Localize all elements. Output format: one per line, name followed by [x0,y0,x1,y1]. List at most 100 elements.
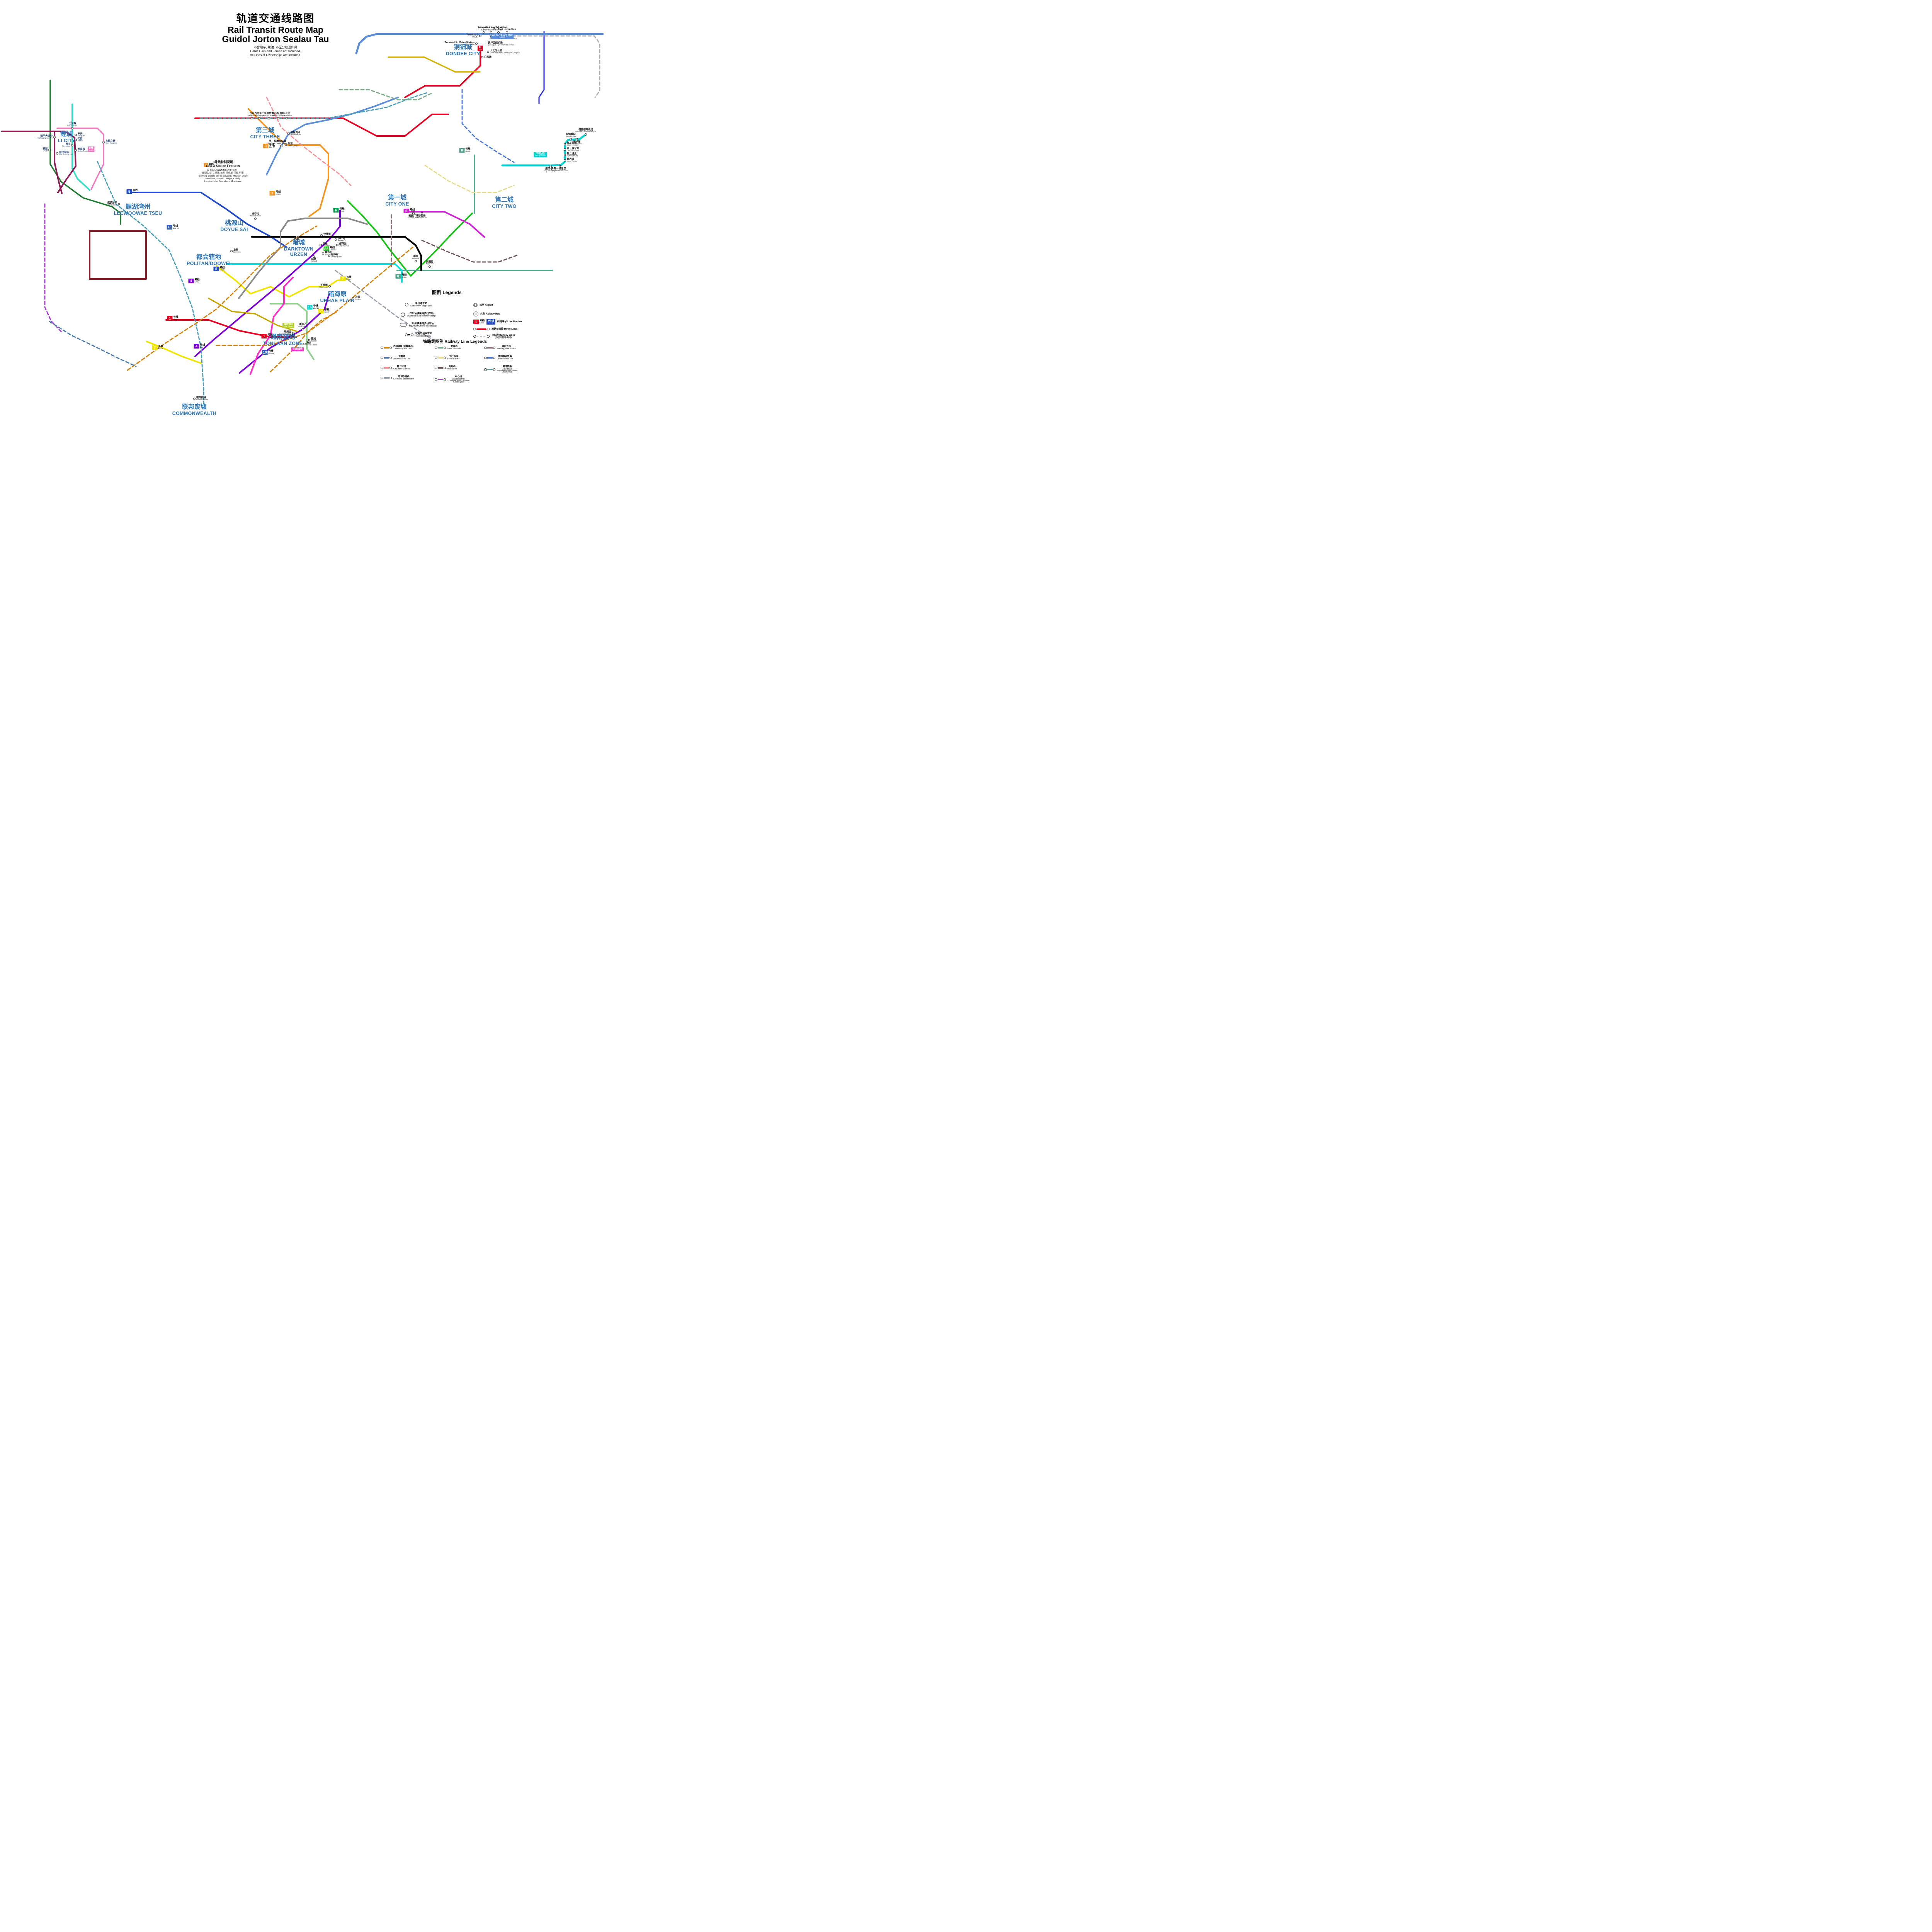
feein-rail [424,165,515,193]
gold-dondee [388,56,481,73]
railway-legend-item: 鲤湾铁路(含第三城联络线)(City Three Branchlines Inc… [484,366,517,374]
station-marker [294,335,297,338]
station-marker [295,235,298,238]
station-marker [497,31,500,34]
map-title-zh: 轨道交通线路图 [236,13,315,24]
map-note-en2: All Lines of Ownerships are Included. [250,53,301,57]
station-marker [414,260,417,262]
greenfield-se-rail [335,270,437,343]
station-marker [475,42,478,45]
station-marker [277,117,279,120]
station-marker [336,243,338,246]
line3-badge-en: Line 3 [209,166,214,168]
station-marker [254,217,257,220]
line-name-badge: 天颂辅线 [291,347,304,351]
station-marker [584,133,587,136]
navy-dondee [538,31,545,104]
legend-airport: ✈机场 Airport [473,303,493,307]
station-marker [563,148,566,151]
light-green [270,303,315,360]
westcity-rail-a [127,225,318,371]
red-dondee [404,50,481,98]
line-1-red [194,114,449,137]
map-title-block: 轨道交通线路图 Rail Transit Route Map Guidol Jo… [222,10,329,57]
line-3-orange [248,108,329,217]
line-9-magenta [406,211,485,238]
line-7-yellow-w [146,341,202,364]
station-marker [193,397,196,400]
station-marker [280,145,282,148]
leewae-rail-top [199,92,428,119]
blue-citythree [266,97,399,175]
line-1-red-south [165,319,295,338]
station-marker [479,34,481,37]
line3-badge: 3 号线 Line 3 [204,162,214,168]
line3-note-body1: 以下站点仅普通线路(矿车)停靠： [207,169,239,172]
railway-legend-title: 铁路线图例 Railway Line Legends [423,339,487,344]
station-marker [272,145,275,148]
darkpurple-li-v [54,131,63,194]
station-marker [481,56,483,59]
map-title-en-line2: Guidol Jorton Sealau Tau [222,34,329,44]
black-darktown [251,236,422,272]
intercity-gamma [501,133,587,167]
pink-bright [250,277,294,375]
station-marker [258,117,260,120]
station-marker [292,332,294,334]
station-marker [482,31,485,34]
legend-railhub: ⊕火车 Railway Hub [473,311,500,316]
ancient-scenic-rail [49,321,137,367]
westcity-rail-b [216,247,413,346]
legend-metro-lines: 地铁公司段 Metro Lines [473,328,517,331]
pink-li [56,128,104,190]
station-marker [321,252,324,255]
railway-legend-item: 中心线及往西城铁路之联络线& Contact Rail to West City… [435,376,469,384]
route-lines-layer [1,31,604,405]
map-note-zh: 不含缆车, 轮渡. 不区分轨道归属 [253,46,298,49]
station-marker [301,328,304,330]
line3-feature-note: 3号线特别说明 Line 3 Station Features 以下站点仅普通线… [198,160,248,183]
line3-note-body4: Dosendae, Solshin, Liangsit, Chiling, [205,177,241,180]
station-marker [558,165,561,168]
station-marker [563,159,566,162]
leewae-rail-diag [97,161,204,405]
station-marker [328,285,331,287]
station-marker [71,127,74,130]
station-marker [563,154,566,156]
station-marker [308,338,310,341]
gray-line [238,218,368,299]
station-marker [71,144,74,147]
darkpurple-li [1,131,77,193]
station-marker [75,134,77,136]
line3-note-title-zh: 3号线特别说明 [213,160,233,164]
map-note-en1: Cable Cars and Ferries not Included. [250,49,301,53]
line3-badge-zh: 号线 [209,163,214,166]
airport-light-rail [355,33,604,54]
station-marker [352,297,354,299]
central-line-rail [44,203,63,333]
